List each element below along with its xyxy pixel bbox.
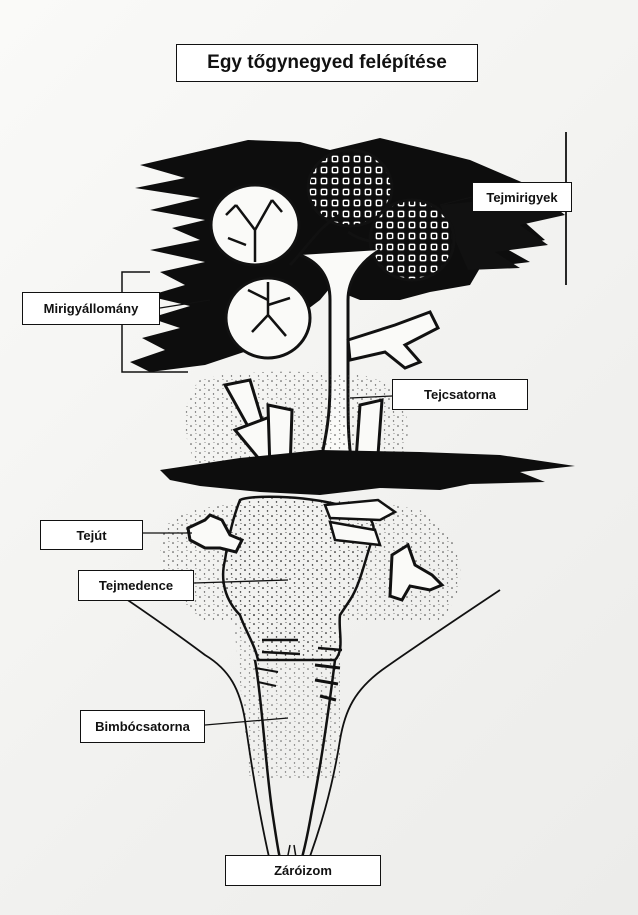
label-zaroizom: Záróizom	[225, 855, 381, 886]
page-title: Egy tőgynegyed felépítése	[176, 44, 478, 82]
label-bimbocsatorna: Bimbócsatorna	[80, 710, 205, 743]
label-tejmirigyek: Tejmirigyek	[472, 182, 572, 212]
label-mirigyallomany: Mirigyállomány	[22, 292, 160, 325]
label-tejcsatorna: Tejcsatorna	[392, 379, 528, 410]
label-tejmedence: Tejmedence	[78, 570, 194, 601]
label-tejut: Tejút	[40, 520, 143, 550]
